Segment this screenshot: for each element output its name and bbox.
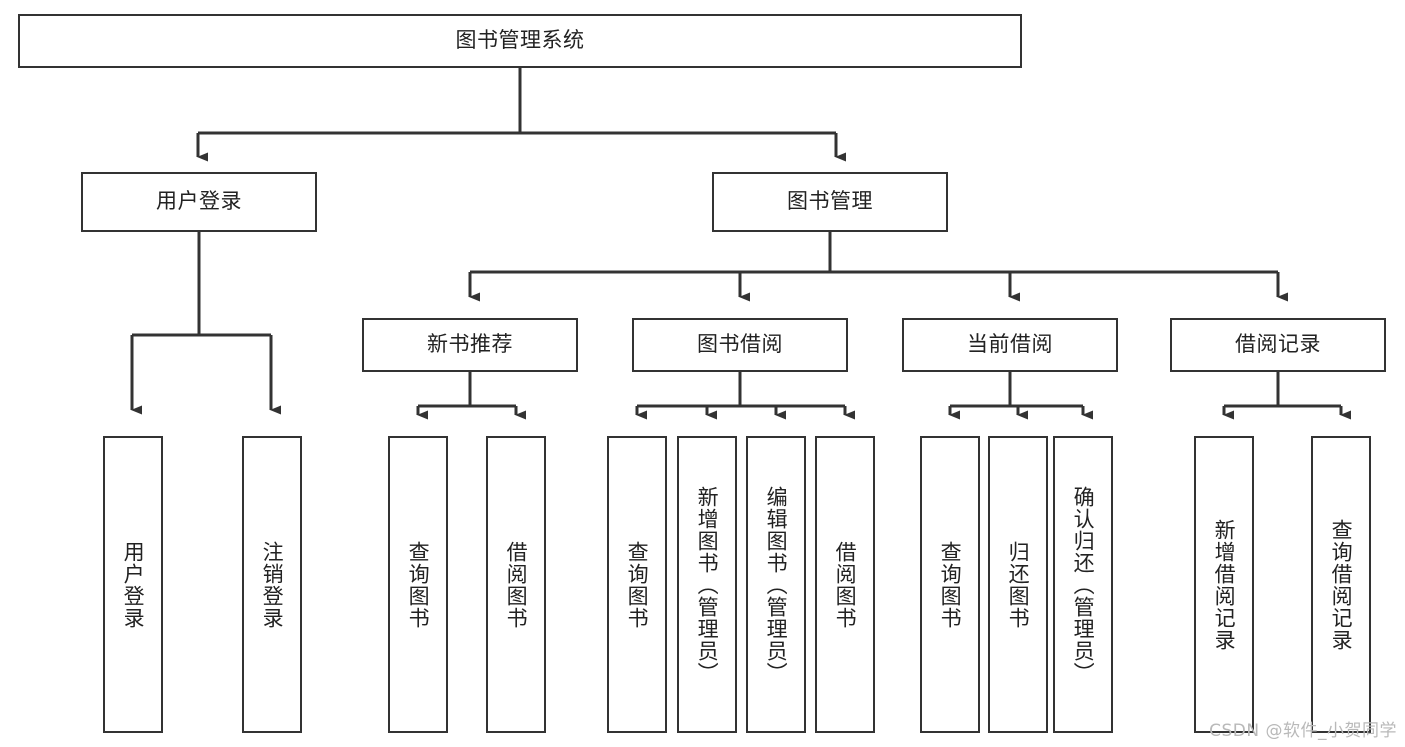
leaf-user-login-logout[interactable]: 注销登录 — [242, 436, 302, 733]
node-user-login[interactable]: 用户登录 — [81, 172, 317, 232]
node-label: 新增借阅记录 — [1212, 518, 1237, 651]
node-label: 确认归还（管理员） — [1071, 485, 1096, 684]
leaf-borrow-record-add[interactable]: 新增借阅记录 — [1194, 436, 1254, 733]
leaf-current-borrow-return[interactable]: 归还图书 — [988, 436, 1048, 733]
node-book-borrow[interactable]: 图书借阅 — [632, 318, 848, 372]
leaf-book-borrow-edit[interactable]: 编辑图书（管理员） — [746, 436, 806, 733]
node-current-borrow[interactable]: 当前借阅 — [902, 318, 1118, 372]
node-book-management[interactable]: 图书管理 — [712, 172, 948, 232]
node-label: 查询图书 — [406, 540, 431, 629]
node-label: 用户登录 — [156, 189, 242, 214]
leaf-borrow-record-query[interactable]: 查询借阅记录 — [1311, 436, 1371, 733]
node-label: 图书借阅 — [697, 332, 783, 357]
leaf-book-borrow-query[interactable]: 查询图书 — [607, 436, 667, 733]
node-label: 用户登录 — [121, 540, 146, 629]
node-label: 新增图书（管理员） — [695, 485, 720, 684]
leaf-book-borrow-borrow[interactable]: 借阅图书 — [815, 436, 875, 733]
node-label: 查询图书 — [938, 540, 963, 629]
node-borrow-record[interactable]: 借阅记录 — [1170, 318, 1386, 372]
node-label: 查询借阅记录 — [1329, 518, 1354, 651]
node-label: 当前借阅 — [967, 332, 1053, 357]
node-label: 编辑图书（管理员） — [764, 485, 789, 684]
node-label: 借阅图书 — [833, 540, 858, 629]
node-label: 新书推荐 — [427, 332, 513, 357]
leaf-current-borrow-confirm-return[interactable]: 确认归还（管理员） — [1053, 436, 1113, 733]
node-label: 注销登录 — [260, 540, 285, 629]
watermark-text: CSDN @软件_小贺同学 — [1209, 721, 1397, 741]
node-root-system[interactable]: 图书管理系统 — [18, 14, 1022, 68]
leaf-current-borrow-query[interactable]: 查询图书 — [920, 436, 980, 733]
leaf-new-book-borrow[interactable]: 借阅图书 — [486, 436, 546, 733]
node-label: 图书管理 — [787, 189, 873, 214]
node-label: 图书管理系统 — [455, 28, 585, 53]
leaf-user-login-login[interactable]: 用户登录 — [103, 436, 163, 733]
node-label: 查询图书 — [625, 540, 650, 629]
node-label: 借阅记录 — [1235, 332, 1321, 357]
leaf-new-book-query[interactable]: 查询图书 — [388, 436, 448, 733]
node-new-book-recommend[interactable]: 新书推荐 — [362, 318, 578, 372]
leaf-book-borrow-add[interactable]: 新增图书（管理员） — [677, 436, 737, 733]
node-label: 归还图书 — [1006, 540, 1031, 629]
node-label: 借阅图书 — [504, 540, 529, 629]
